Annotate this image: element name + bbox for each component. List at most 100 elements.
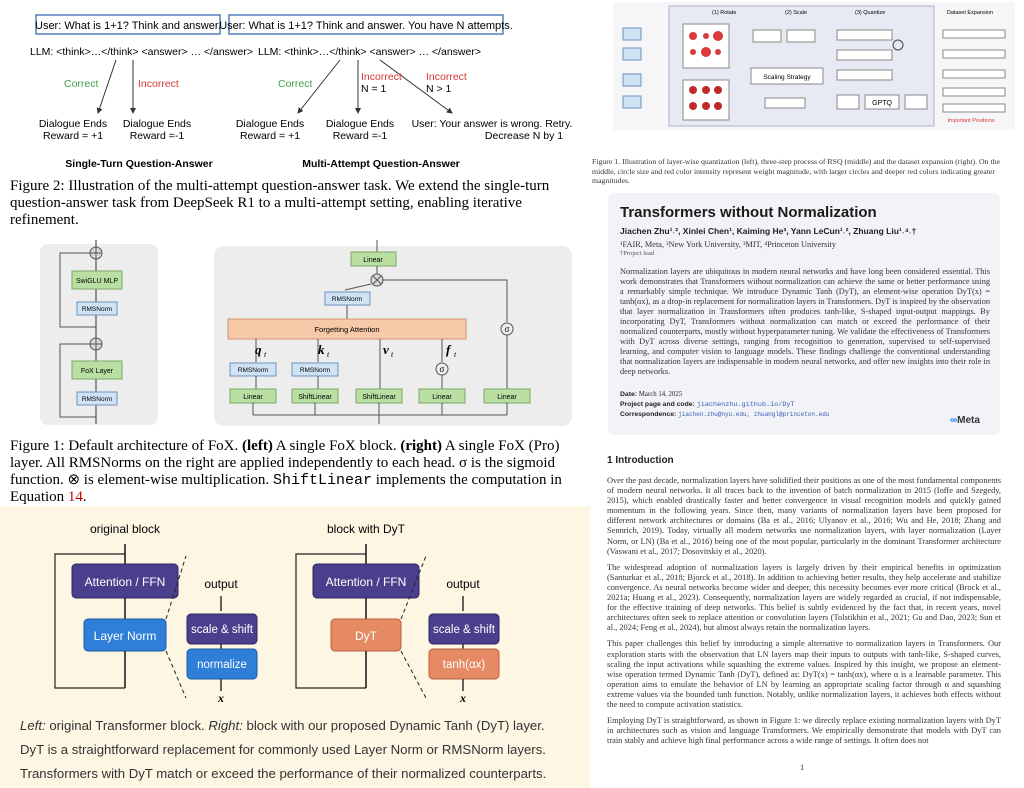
rsq-gptq: GPTQ	[872, 100, 892, 107]
fig2-outcome-3-label: Dialogue Ends	[236, 118, 304, 130]
v-symbol: v	[383, 342, 389, 357]
k-symbol: k	[318, 342, 325, 357]
f-linear-label: Linear	[432, 394, 452, 401]
dyt-caption-line1: Left: original Transformer block. Right:…	[20, 714, 580, 738]
dyt-caption-line1-rest: original Transformer block.	[45, 718, 209, 733]
dyt-title-right: block with DyT	[327, 522, 406, 536]
k-shiftlinear-label: ShiftLinear	[298, 394, 332, 401]
paper-code-row: Project page and code: jiachenzhu.github…	[620, 400, 990, 411]
intro-paragraph-1: Over the past decade, normalization laye…	[607, 476, 1001, 556]
fig2-right-incorrect-1: Incorrect	[361, 71, 402, 83]
dyt-caption: Left: original Transformer block. Right:…	[20, 714, 580, 786]
rsq-step3: (3) Quantize	[855, 10, 885, 16]
dyt-caption-line2: DyT is a straightforward replacement for…	[20, 742, 546, 757]
paper-project-lead: †Project lead	[620, 250, 655, 257]
fig2-left-llm: LLM: <think>…</think> <answer> … </answe…	[30, 46, 253, 58]
fig2-left-prompt-box	[35, 14, 221, 35]
fig2-right-prompt-box	[228, 14, 504, 35]
forgetting-attention-box	[227, 318, 467, 340]
fig2-outcome-1-label: Dialogue Ends	[39, 118, 107, 130]
section-heading: 1 Introduction	[607, 455, 674, 466]
q-linear-label: Linear	[243, 394, 263, 401]
fig2-title-left: Single-Turn Question-Answer	[65, 158, 212, 170]
fig2-outcome-1-reward: Reward = +1	[43, 130, 103, 142]
fox-post-rmsnorm-label: RMSNorm	[332, 296, 362, 303]
dyt-caption-line1-end: block with our proposed Dynamic Tanh (Dy…	[242, 718, 545, 733]
meta-infinity-icon: ∞	[950, 415, 958, 426]
paper-corr-label: Correspondence:	[620, 411, 677, 418]
fox-caption-eq-link[interactable]: 14	[67, 489, 83, 505]
dyt-caption-left: Left:	[20, 718, 46, 733]
paper-date-label: Date:	[620, 391, 637, 398]
left-normalize-box	[186, 648, 258, 680]
paper-title: Transformers without Normalization	[620, 204, 877, 221]
fig2-left-incorrect: Incorrect	[138, 78, 179, 90]
intro-paragraph-2: The widespread adoption of normalization…	[607, 562, 1001, 633]
paper-date: March 14, 2025	[638, 391, 683, 398]
fig2-right-incorrect-2: Incorrect	[426, 71, 467, 83]
rsq-scaling-strategy-box	[750, 67, 824, 85]
fig2-left-correct: Correct	[64, 78, 99, 90]
right-input-x: x	[459, 691, 466, 705]
fox-caption-prefix: Figure 1: Default architecture of FoX.	[10, 438, 243, 454]
rsq-step1: (1) Rotate	[712, 10, 736, 16]
left-scale-shift-box	[186, 613, 258, 645]
fig2-right-llm: LLM: <think>…</think> <answer> … </answe…	[258, 46, 481, 58]
rsq-caption: Figure 1. Illustration of layer-wise qua…	[592, 157, 1000, 185]
v-shiftlinear-label: ShiftLinear	[362, 394, 396, 401]
swiglu-label: SwiGLU MLP	[76, 278, 118, 285]
fig2-outcome-4-label: Dialogue Ends	[326, 118, 394, 130]
paper-authors: Jiachen Zhu¹˒², Xinlei Chen¹, Kaiming He…	[620, 226, 917, 236]
rmsnorm-box-2	[76, 391, 118, 406]
sigma-1: σ	[505, 325, 510, 334]
q-rmsnorm	[229, 362, 277, 377]
f-subscript: t	[454, 350, 457, 359]
right-tanh-label: tanh(αx)	[443, 659, 486, 671]
right-output-label: output	[446, 577, 480, 591]
k-subscript: t	[327, 350, 330, 359]
f-symbol: f	[446, 342, 452, 357]
left-input-x: x	[217, 691, 224, 705]
fox-caption-end: .	[82, 489, 87, 505]
q-rmsnorm-label: RMSNorm	[238, 367, 268, 374]
left-attn-ffn-label: Attention / FFN	[85, 575, 166, 589]
left-output-label: output	[204, 577, 238, 591]
fox-caption: Figure 1: Default architecture of FoX. (…	[10, 438, 578, 506]
fox-layer-label: FoX Layer	[81, 368, 114, 375]
fox-caption-left: (left)	[242, 438, 273, 454]
fig2-outcome-4-reward: Reward =-1	[333, 130, 388, 142]
fig2-diagram: User: What is 1+1? Think and answer. Use…	[30, 14, 572, 170]
fox-out-linear-label: Linear	[363, 257, 383, 264]
rsq-step2: (2) Scale	[785, 10, 807, 16]
paper-corr-link[interactable]: jiachen.zhu@nyu.edu, zhuangl@princeton.e…	[678, 411, 830, 418]
fig2-caption: Figure 2: Illustration of the multi-atte…	[10, 178, 550, 228]
right-dyt-label: DyT	[355, 629, 378, 643]
fig2-n-eq-1: N = 1	[361, 83, 387, 95]
fig2-outcome-3-reward: Reward = +1	[240, 130, 300, 142]
dyt-title-left: original block	[90, 522, 161, 536]
left-scale-shift-label: scale & shift	[191, 624, 254, 636]
fox-out-linear	[350, 251, 397, 267]
q-symbol: q	[255, 342, 262, 357]
paper-corr-row: Correspondence: jiachen.zhu@nyu.edu, zhu…	[620, 410, 990, 420]
paper-code-link[interactable]: jiachenzhu.github.io/DyT	[696, 400, 795, 409]
forgetting-attention-label: Forgetting Attention	[314, 325, 379, 334]
rsq-important-positions: Important Positions	[947, 118, 994, 124]
dyt-paper-header	[608, 193, 1000, 435]
fox-diagram: SwiGLU MLP RMSNorm FoX Layer RMSNorm Lin…	[40, 240, 572, 426]
o-linear-label: Linear	[497, 394, 517, 401]
rsq-scaling-strategy: Scaling Strategy	[763, 74, 811, 81]
dyt-diagram: original block block with DyT Attention …	[54, 522, 500, 705]
fig2-title-right: Multi-Attempt Question-Answer	[302, 158, 460, 170]
paper-code-label: Project page and code:	[620, 400, 695, 408]
right-tanh-box	[428, 648, 500, 680]
k-rmsnorm-label: RMSNorm	[300, 367, 330, 374]
paper-abstract: Normalization layers are ubiquitous in m…	[620, 267, 990, 376]
v-subscript: t	[391, 350, 394, 359]
sigma-2: σ	[440, 365, 445, 374]
meta-logo-text: Meta	[957, 415, 980, 426]
intro-paragraph-3: This paper challenges this belief by int…	[607, 639, 1001, 709]
q-subscript: t	[264, 350, 267, 359]
rsq-dataset-expansion: Dataset Expansion	[947, 10, 993, 16]
fox-caption-mono: ShiftLinear	[272, 472, 372, 489]
